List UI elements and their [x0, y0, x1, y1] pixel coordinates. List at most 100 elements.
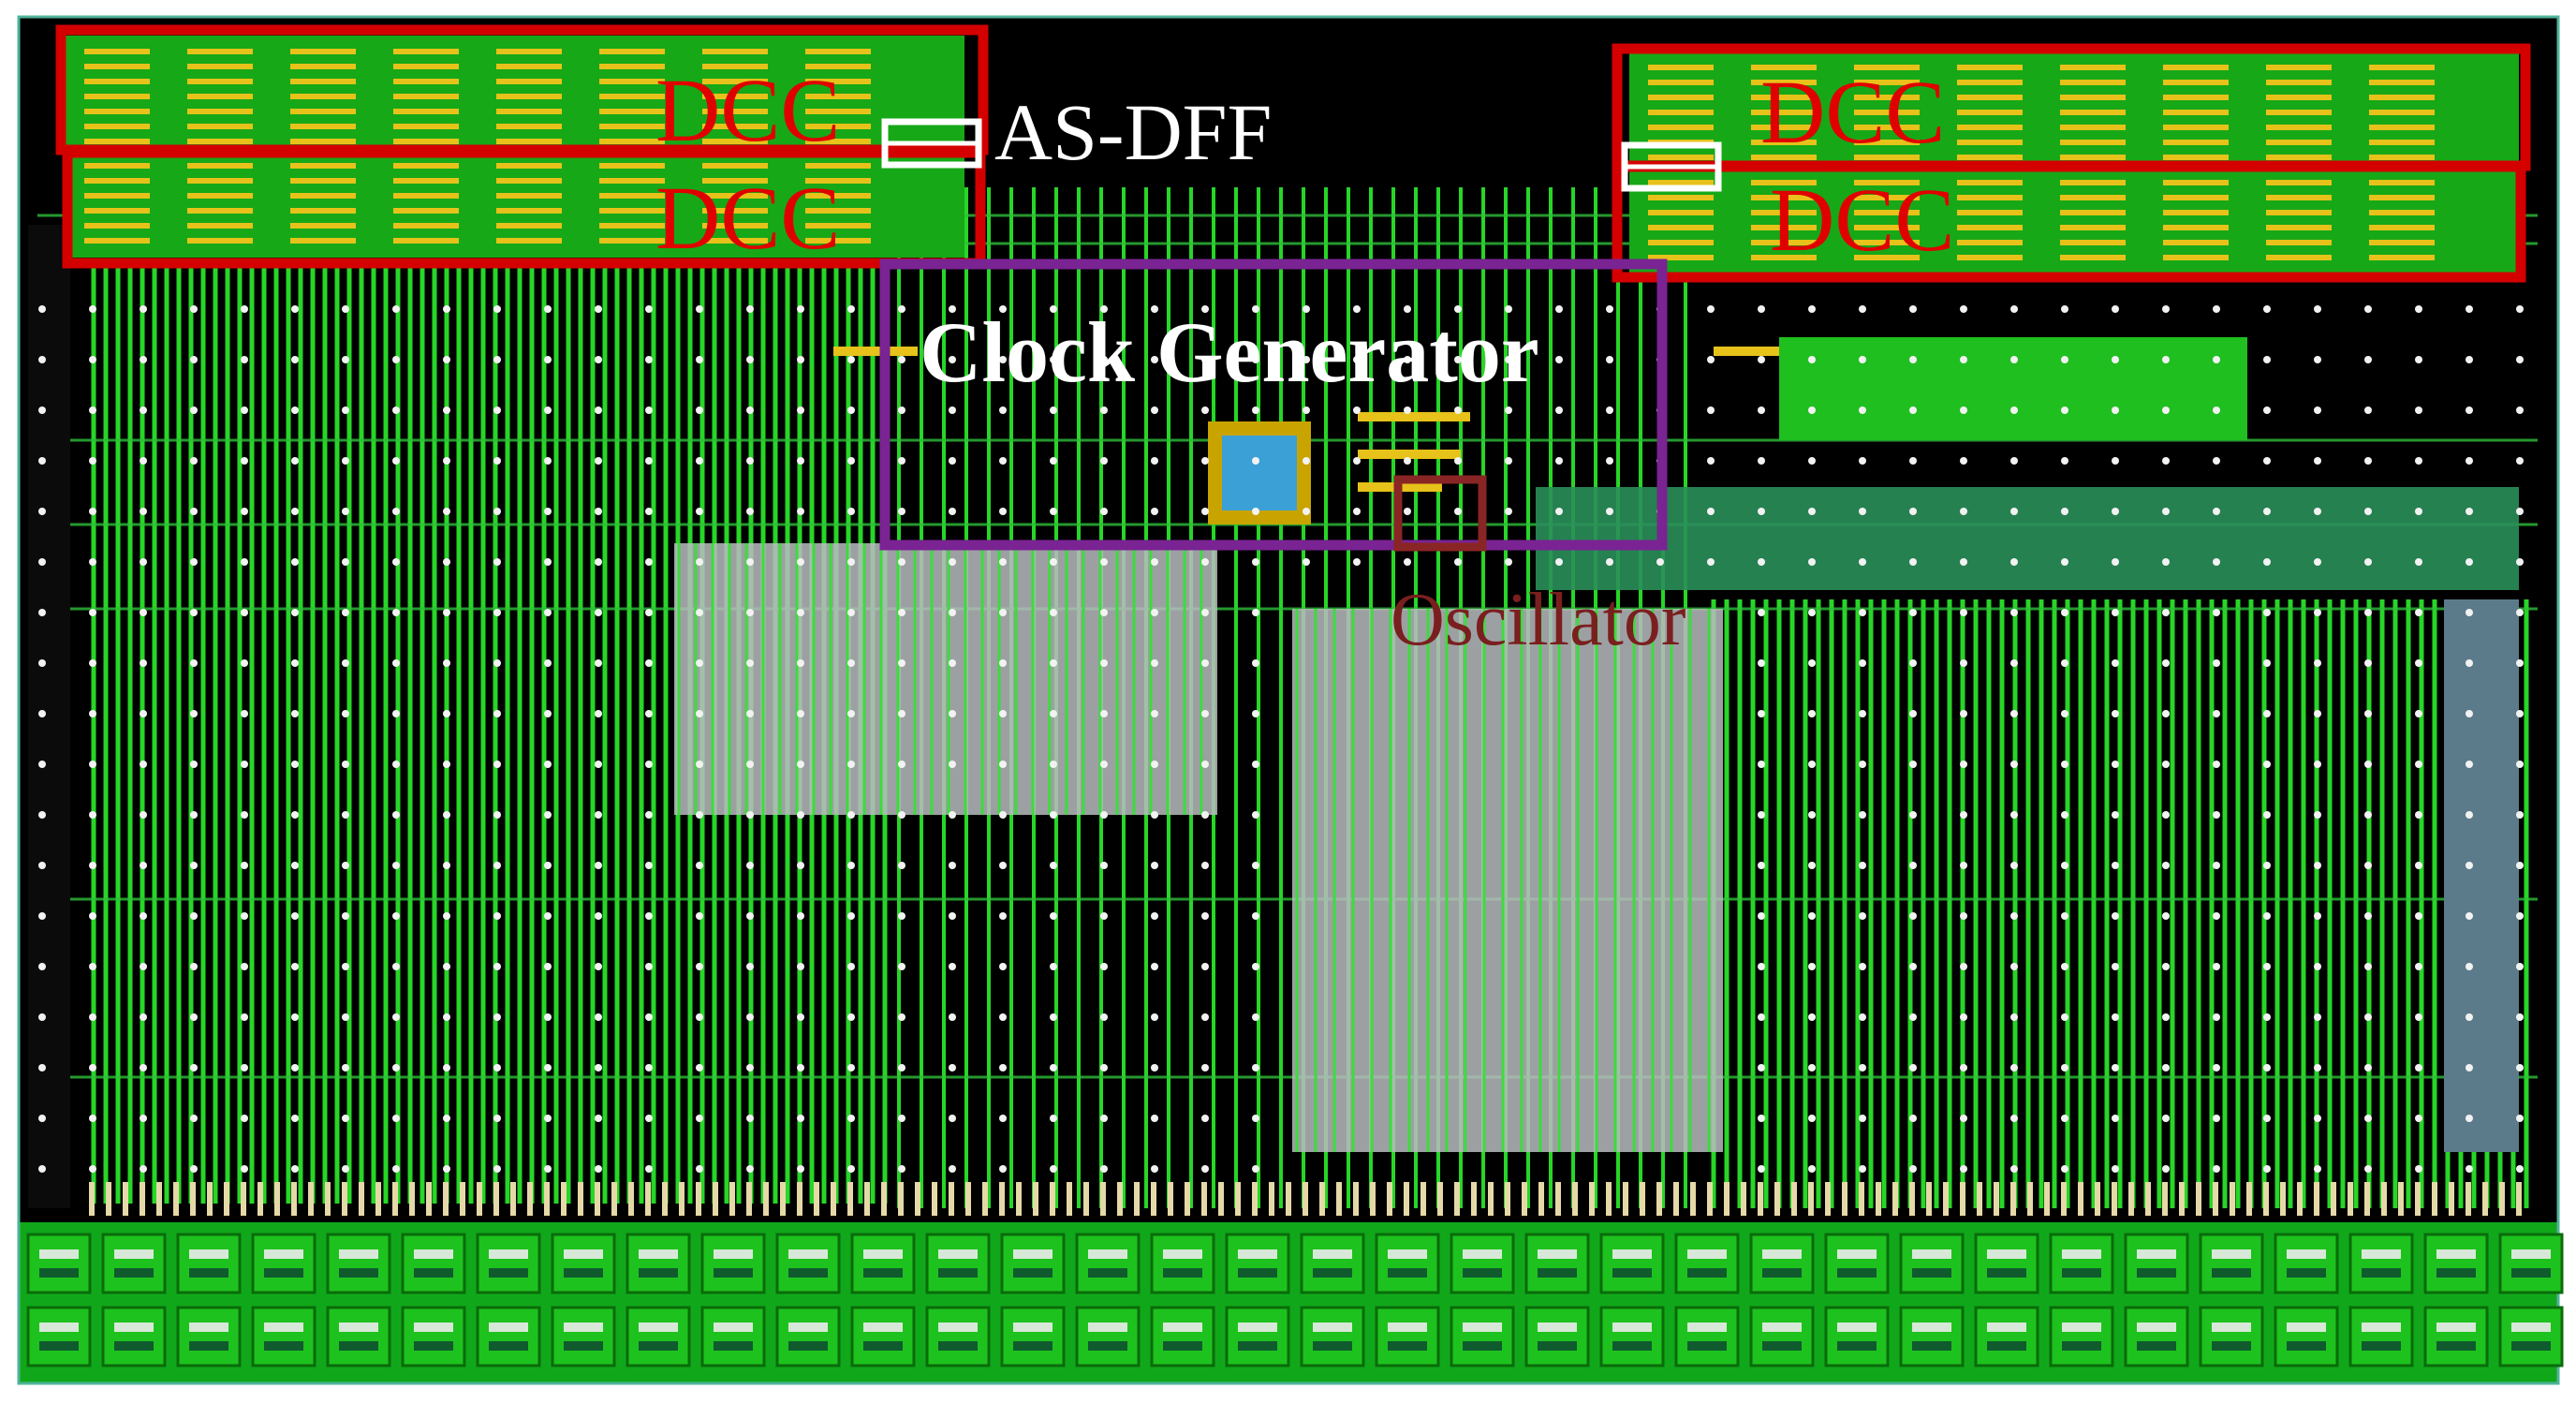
via-dot — [1505, 406, 1512, 414]
via-dot — [1555, 457, 1563, 465]
io-cell — [925, 1233, 991, 1294]
via-dot — [1151, 912, 1158, 920]
io-cell — [1674, 1306, 1740, 1367]
pin — [2213, 1182, 2218, 1216]
via-dot — [1758, 457, 1765, 465]
pin — [342, 1182, 347, 1216]
via-dot — [342, 912, 349, 920]
via-dot — [645, 558, 653, 566]
via-dot — [38, 1064, 46, 1071]
pin — [258, 1182, 263, 1216]
via-dot — [544, 356, 552, 363]
dcc-stripe — [290, 223, 356, 229]
via-dot — [2162, 457, 2170, 465]
via-dot — [89, 508, 96, 515]
via-dot — [1555, 305, 1563, 313]
dcc-stripe — [805, 124, 871, 129]
io-cell — [26, 1306, 92, 1367]
dcc-stripe — [290, 49, 356, 54]
via-dot — [544, 811, 552, 819]
io-cell-mark — [1538, 1249, 1577, 1259]
dcc-stripe — [187, 124, 253, 129]
dcc-stripe — [805, 223, 871, 229]
via-dot — [2112, 558, 2119, 566]
pin — [1370, 1182, 1376, 1216]
via-dot — [645, 1013, 653, 1021]
dcc-stripe — [393, 238, 459, 244]
io-cell-mark — [1762, 1268, 1802, 1278]
via-dot — [89, 406, 96, 414]
pin — [2128, 1182, 2134, 1216]
via-dot — [2213, 963, 2220, 970]
via-dot — [696, 963, 703, 970]
via-dot — [241, 912, 248, 920]
via-dot — [38, 406, 46, 414]
pin — [2246, 1182, 2252, 1216]
pin — [949, 1182, 954, 1216]
via-dot — [2516, 811, 2524, 819]
pin — [679, 1182, 684, 1216]
via-dot — [2466, 659, 2473, 667]
dcc-stripe — [2266, 180, 2332, 185]
via-dot — [2516, 1165, 2524, 1173]
dcc-stripe — [805, 139, 871, 144]
via-dot — [38, 305, 46, 313]
via-dot — [2112, 811, 2119, 819]
pin — [325, 1182, 331, 1216]
via-dot — [2010, 761, 2018, 768]
dcc-stripe — [2163, 225, 2229, 230]
via-dot — [342, 811, 349, 819]
via-dot — [89, 862, 96, 869]
via-dot — [544, 963, 552, 970]
dcc-stripe — [2060, 95, 2126, 100]
io-cell-mark — [264, 1323, 303, 1332]
via-dot — [1252, 912, 1259, 920]
via-dot — [898, 811, 905, 819]
dcc-stripe — [702, 64, 768, 69]
dcc-stripe — [805, 178, 871, 184]
via-dot — [746, 659, 754, 667]
io-cell — [1749, 1306, 1815, 1367]
via-dot — [595, 457, 602, 465]
dcc-stripe — [496, 178, 562, 184]
via-dot — [1960, 1064, 1967, 1071]
via-dot — [2516, 761, 2524, 768]
pin — [1758, 1182, 1763, 1216]
dcc-stripe — [1957, 65, 2023, 70]
via-dot — [1353, 356, 1361, 363]
via-dot — [595, 710, 602, 717]
via-dot — [898, 356, 905, 363]
via-dot — [1100, 1165, 1108, 1173]
pin — [1067, 1182, 1072, 1216]
via-dot — [595, 508, 602, 515]
via-dot — [2314, 811, 2321, 819]
io-cell-mark — [489, 1323, 528, 1332]
via-dot — [493, 356, 501, 363]
via-dot — [493, 406, 501, 414]
via-dot — [190, 963, 198, 970]
io-cell — [1375, 1233, 1440, 1294]
via-dot — [2314, 356, 2321, 363]
via-dot — [1201, 811, 1209, 819]
via-dot — [2364, 457, 2372, 465]
dcc-stripe — [1648, 125, 1714, 130]
pin — [2230, 1182, 2235, 1216]
io-cell-mark — [1612, 1341, 1652, 1351]
pin — [864, 1182, 870, 1216]
io-cell — [551, 1233, 616, 1294]
via-dot — [949, 1064, 956, 1071]
via-dot — [89, 1064, 96, 1071]
via-dot — [1808, 710, 1816, 717]
via-dot — [1808, 356, 1816, 363]
via-dot — [2516, 508, 2524, 515]
via-dot — [696, 659, 703, 667]
via-dot — [1050, 963, 1057, 970]
via-dot — [2364, 1064, 2372, 1071]
dcc-stripe — [2163, 110, 2229, 115]
pin — [1016, 1182, 1022, 1216]
dcc-box-bottom-right — [1612, 161, 2526, 283]
via-dot — [1960, 609, 1967, 616]
via-dot — [2213, 912, 2220, 920]
via-dot — [595, 1064, 602, 1071]
io-cell — [1674, 1233, 1740, 1294]
